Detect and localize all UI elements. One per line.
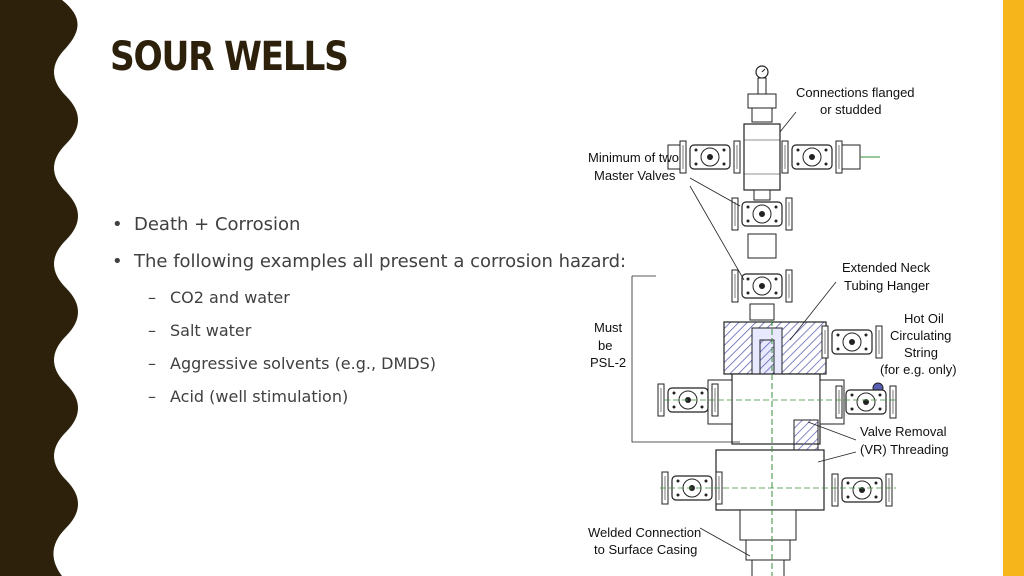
bullet-text: The following examples all present a cor… <box>134 251 627 272</box>
sub-bullet-mark: – <box>148 354 156 373</box>
label-hot-oil-line1: Hot Oil <box>904 311 944 326</box>
right-accent-bar <box>1003 0 1024 576</box>
label-psl-line3: PSL-2 <box>590 355 626 370</box>
sub-bullet-mark: – <box>148 387 156 406</box>
label-psl-line2: be <box>598 338 612 353</box>
label-tubing-hanger-line2: Tubing Hanger <box>844 278 930 293</box>
slide-title: SOUR WELLS <box>110 34 349 80</box>
label-connections-line2: or studded <box>820 102 881 117</box>
sub-bullet-text: Acid (well stimulation) <box>170 387 349 406</box>
label-hot-oil-line3: String <box>904 345 938 360</box>
label-master-valves-line2: Master Valves <box>594 168 676 183</box>
label-valve-removal-line2: (VR) Threading <box>860 442 949 457</box>
left-wave-border <box>0 0 78 576</box>
bullet-text: Death + Corrosion <box>134 214 301 235</box>
wellhead-diagram: Connections flanged or studded Minimum o… <box>588 65 957 576</box>
sub-bullet-mark: – <box>148 288 156 307</box>
sub-bullet-text: Salt water <box>170 321 252 340</box>
label-connections-line1: Connections flanged <box>796 85 915 100</box>
label-hot-oil-line4: (for e.g. only) <box>880 362 957 377</box>
bullet-mark: • <box>112 214 123 235</box>
wellhead-drawing <box>631 65 897 576</box>
label-psl-line1: Must <box>594 320 623 335</box>
sub-bullet-text: CO2 and water <box>170 288 290 307</box>
label-master-valves-line1: Minimum of two <box>588 150 679 165</box>
sub-bullet-mark: – <box>148 321 156 340</box>
label-tubing-hanger-line1: Extended Neck <box>842 260 931 275</box>
label-welded-line2: to Surface Casing <box>594 542 697 557</box>
label-valve-removal-line1: Valve Removal <box>860 424 947 439</box>
bullet-mark: • <box>112 251 123 272</box>
label-hot-oil-line2: Circulating <box>890 328 951 343</box>
sub-bullet-text: Aggressive solvents (e.g., DMDS) <box>170 354 436 373</box>
label-welded-line1: Welded Connection <box>588 525 701 540</box>
